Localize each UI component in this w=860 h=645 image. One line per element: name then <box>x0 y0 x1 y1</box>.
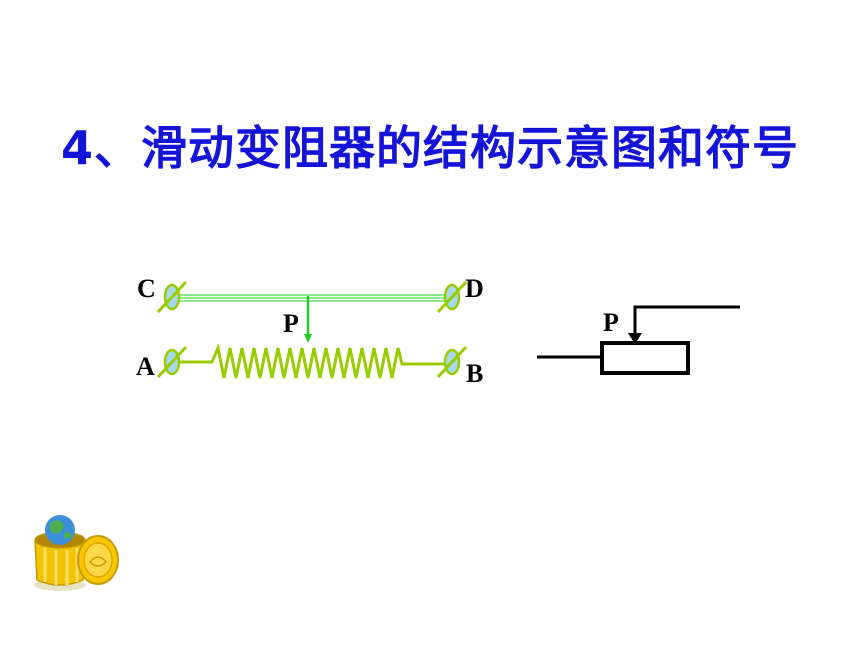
terminal-c <box>156 280 188 314</box>
terminal-d <box>436 280 468 314</box>
rheostat-structure-diagram: P C D A B <box>136 274 484 388</box>
resistance-coil <box>172 342 452 379</box>
globe-in-cup-icon <box>34 515 119 591</box>
slider-contact <box>304 296 312 343</box>
symbol-slider-label-p: P <box>603 308 619 337</box>
terminal-label-a: A <box>136 352 155 381</box>
slider-label-p: P <box>283 309 299 338</box>
terminal-b <box>436 345 468 379</box>
slide-title: 4、滑动变阻器的结构示意图和符号 <box>60 121 799 175</box>
terminal-a <box>156 345 188 379</box>
terminal-label-c: C <box>137 274 156 303</box>
metal-rod <box>172 294 452 302</box>
terminal-label-d: D <box>465 274 484 303</box>
symbol-slider-arrow <box>628 333 642 344</box>
rheostat-circuit-symbol: P <box>537 305 740 375</box>
symbol-resistor-box <box>600 341 690 375</box>
symbol-slider-wire <box>633 305 740 336</box>
terminal-label-b: B <box>466 359 483 388</box>
